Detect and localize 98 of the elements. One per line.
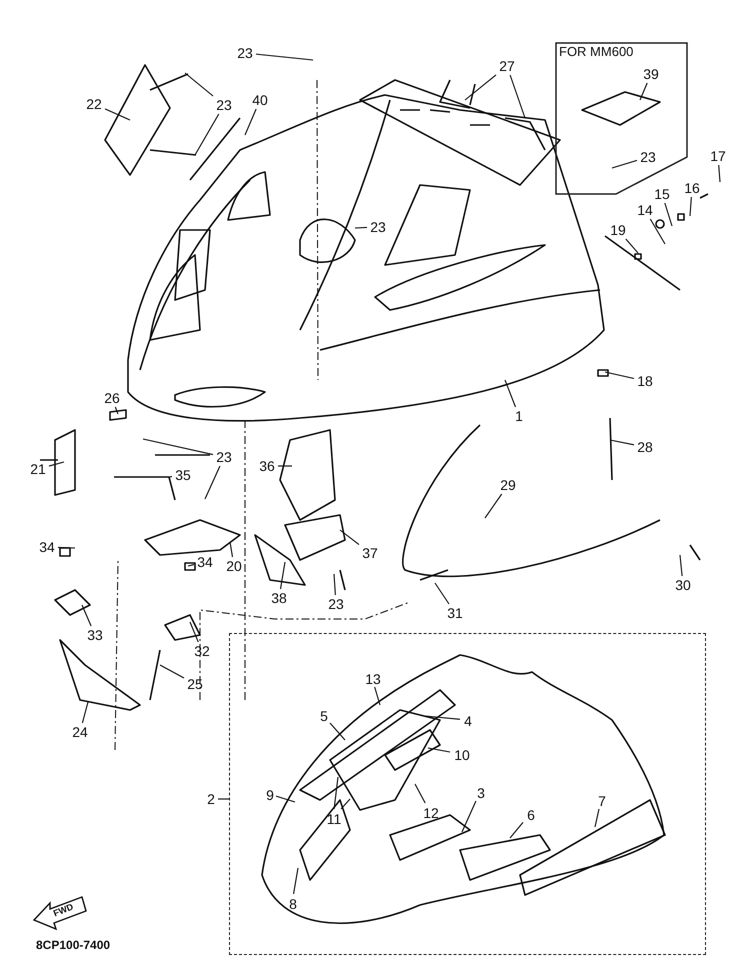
leader-line [718,164,721,182]
leader-line [414,784,426,804]
leader-line [510,822,524,838]
leader-line [160,664,184,679]
leader-line [82,702,89,724]
callout-number: 23 [214,97,234,113]
leader-line [510,74,526,118]
callout-number: 7 [596,793,608,809]
callout-number: 23 [214,449,234,465]
leader-line [464,74,496,100]
callout-number: 11 [324,811,344,827]
leader-line [462,800,476,832]
callout-number: 23 [326,596,346,612]
leader-line [104,108,130,120]
leader-line [424,715,460,720]
callout-number: 18 [635,373,655,389]
callout-number: 24 [70,724,90,740]
callout-number: 39 [641,66,661,82]
callout-number: 21 [28,461,48,477]
leader-line [650,218,666,244]
callout-number: 38 [269,590,289,606]
leader-line [625,238,638,254]
callout-number: 31 [445,605,465,621]
leader-line [594,808,600,828]
leader-line [689,196,692,216]
leader-line [204,466,220,500]
callout-number: 12 [421,805,441,821]
callout-number: 2 [205,791,217,807]
callout-number: 23 [638,149,658,165]
callout-number: 4 [462,713,474,729]
callout-number: 3 [475,785,487,801]
leader-line [276,796,296,803]
leader-line [114,476,172,478]
leader-line [484,494,502,518]
leader-line [334,776,339,810]
callout-number: 23 [368,219,388,235]
leader-line [640,82,648,100]
leader-line [664,202,673,226]
direction-label: FWD [52,902,75,918]
leader-line [504,380,516,408]
leader-line [190,622,199,642]
callout-number: 16 [682,180,702,196]
part-code: 8CP100-7400 [36,938,110,952]
leader-line [188,564,194,567]
parts-group-frame [229,633,706,955]
leader-line [48,461,64,467]
callout-number: 34 [195,554,215,570]
callout-number: 14 [635,202,655,218]
leader-line [194,114,220,156]
callout-number: 40 [250,92,270,108]
callout-number: 10 [452,747,472,763]
callout-number: 28 [635,439,655,455]
callout-number: 26 [102,390,122,406]
callout-number: 33 [85,627,105,643]
callout-number: 27 [497,58,517,74]
callout-number: 35 [173,467,193,483]
leader-line [278,465,292,467]
leader-line [82,604,92,626]
leader-line [604,371,634,380]
callout-number: 37 [360,545,380,561]
leader-line [256,54,314,61]
callout-number: 17 [708,148,728,164]
callout-number: 6 [525,807,537,823]
callout-number: 36 [257,458,277,474]
callout-number: 9 [264,787,276,803]
leader-line [293,868,299,894]
leader-line [428,747,450,753]
callout-number: 20 [224,558,244,574]
leader-line [218,798,229,800]
leader-line [612,160,638,169]
leader-line [58,546,76,549]
callout-number: 13 [363,671,383,687]
callout-number: 29 [498,477,518,493]
leader-line [434,582,450,604]
frame-heading: FOR MM600 [559,44,634,59]
callout-number: 30 [673,577,693,593]
leader-line [354,226,368,229]
callout-number: 1 [513,408,525,424]
leader-line [184,72,214,96]
callout-number: 34 [37,539,57,555]
leader-line [333,574,336,596]
leader-line [142,438,214,456]
leader-line [114,406,119,414]
leader-line [229,542,234,558]
callout-number: 23 [235,45,255,61]
leader-line [610,439,634,446]
callout-number: 8 [287,896,299,912]
leader-line [374,686,381,706]
callout-number: 5 [318,708,330,724]
callout-number: 19 [608,222,628,238]
leader-line [244,108,257,136]
leader-line [340,798,350,810]
callout-number: 15 [652,186,672,202]
leader-line [679,554,683,576]
callout-number: 22 [84,96,104,112]
leader-line [280,562,286,590]
leader-line [340,530,360,545]
leader-line [330,722,346,740]
